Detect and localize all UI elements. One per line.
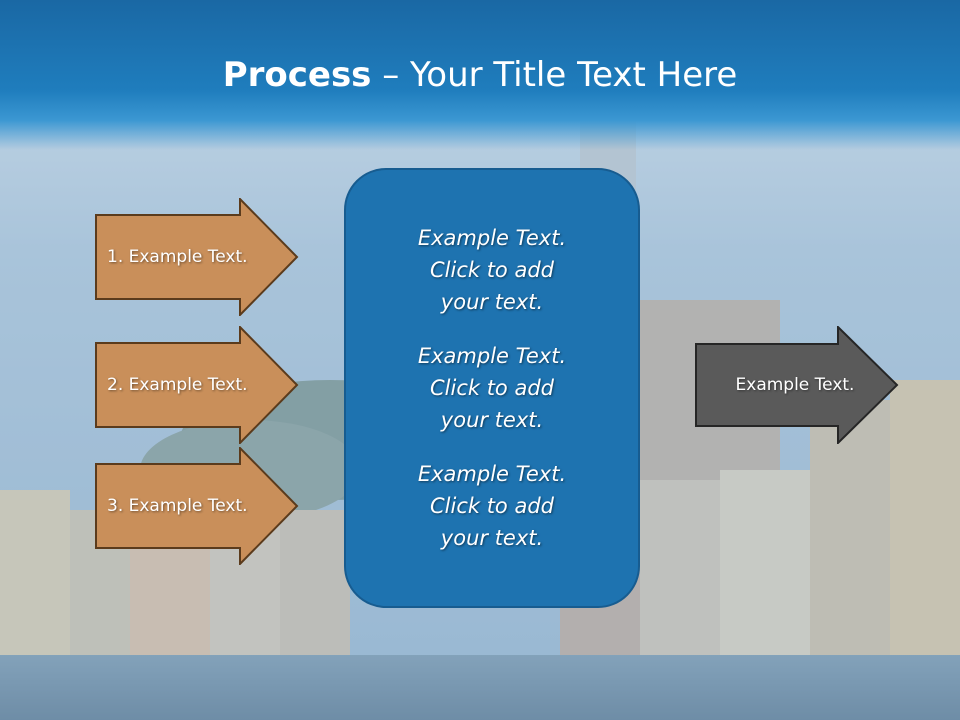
title-bar	[0, 0, 960, 150]
arrow-step-1-shape	[95, 198, 299, 316]
page-title[interactable]: Process – Your Title Text Here	[0, 52, 960, 98]
center-paragraph-2: Example Text. Click to add your text.	[418, 340, 566, 436]
center-paragraph-1-line3: your text.	[440, 290, 544, 314]
center-paragraph-3: Example Text. Click to add your text.	[418, 458, 566, 554]
center-paragraph-3-line1: Example Text.	[417, 462, 567, 486]
center-paragraph-1-line1: Example Text.	[417, 226, 567, 250]
arrow-step-3-shape	[95, 447, 299, 565]
arrow-step-1-label: 1. Example Text.	[107, 247, 248, 267]
arrow-result-label: Example Text.	[735, 375, 855, 395]
center-paragraph-2-line3: your text.	[440, 408, 544, 432]
center-paragraph-2-line1: Example Text.	[417, 344, 567, 368]
arrow-step-2-label: 2. Example Text.	[107, 375, 248, 395]
center-paragraph-1-line2: Click to add	[429, 258, 554, 282]
title-bold: Process	[222, 55, 372, 95]
center-text-box[interactable]: Example Text. Click to add your text. Ex…	[344, 168, 640, 608]
arrow-step-3[interactable]: 3. Example Text.	[95, 447, 300, 565]
center-paragraph-3-line2: Click to add	[429, 494, 554, 518]
arrow-step-2-shape	[95, 326, 299, 444]
center-paragraph-2-line2: Click to add	[429, 376, 554, 400]
title-rest: – Your Title Text Here	[371, 55, 738, 95]
arrow-result-shape	[695, 326, 899, 444]
center-paragraph-1: Example Text. Click to add your text.	[418, 222, 566, 318]
center-paragraph-3-line3: your text.	[440, 526, 544, 550]
arrow-result[interactable]: Example Text.	[695, 326, 900, 444]
arrow-step-3-label: 3. Example Text.	[107, 496, 248, 516]
arrow-step-2[interactable]: 2. Example Text.	[95, 326, 300, 444]
arrow-step-1[interactable]: 1. Example Text.	[95, 198, 300, 316]
